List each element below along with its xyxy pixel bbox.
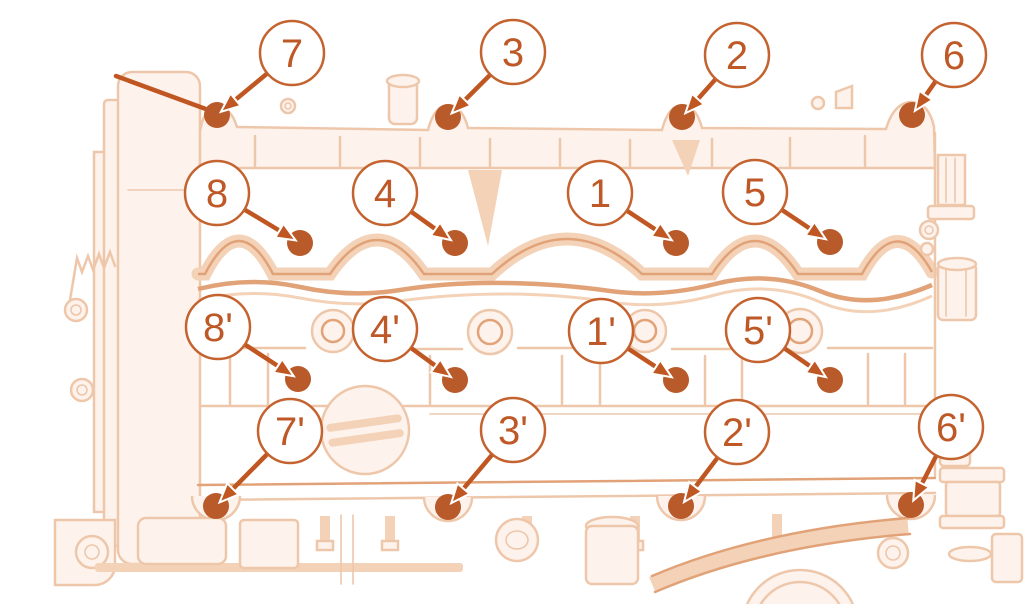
callout-balloon — [479, 18, 547, 86]
callout-arrow — [695, 77, 718, 103]
arrowhead-icon — [449, 92, 473, 116]
callout-label: 5' — [743, 309, 773, 353]
callout-label: 5 — [744, 171, 766, 215]
serrated-bracket — [68, 248, 117, 302]
callout-1-prime: 1' — [567, 297, 689, 393]
callout-label: 1' — [586, 310, 616, 354]
callout-arrow — [243, 207, 283, 234]
callout-arrow — [625, 208, 660, 233]
callout-balloon — [703, 21, 771, 89]
arrowhead-icon — [429, 220, 454, 242]
callout-label: 6' — [936, 406, 966, 450]
callout-5-prime: 5' — [724, 296, 843, 393]
callout-arrow — [243, 342, 281, 369]
callout-arrow — [692, 456, 720, 490]
callout-arrow — [626, 346, 659, 370]
callout-balloon — [184, 293, 252, 361]
callout-2-prime: 2' — [668, 398, 771, 519]
arrowhead-icon — [649, 358, 674, 379]
callout-balloon — [258, 19, 326, 87]
arrowhead-icon — [683, 91, 706, 116]
callout-balloon — [351, 159, 419, 227]
callout-arrow — [229, 452, 270, 492]
breather-tube — [385, 73, 421, 126]
bolt-dot — [898, 492, 924, 518]
arrowhead-icon — [449, 481, 472, 506]
callout-label: 2 — [726, 34, 748, 78]
arrowhead-icon — [273, 221, 298, 242]
callout-4-prime: 4' — [351, 295, 468, 393]
callout-4: 4 — [351, 159, 468, 256]
callout-8-prime: 8' — [184, 293, 311, 392]
callout-label: 1 — [589, 172, 611, 216]
callout-arrow — [409, 209, 439, 232]
callout-balloon — [567, 297, 635, 365]
gasket-waves — [197, 276, 933, 314]
callout-label: 7' — [275, 410, 305, 454]
callout-balloon — [256, 397, 324, 465]
cover-hole — [279, 97, 297, 115]
engine-left-end — [53, 70, 463, 587]
arrowhead-icon — [218, 91, 243, 114]
leader-line — [113, 73, 217, 115]
callout-balloon — [479, 396, 547, 464]
callout-label: 2' — [722, 411, 752, 455]
callout-arrow — [460, 452, 494, 492]
callout-3: 3 — [435, 18, 547, 130]
callout-label: 8' — [203, 306, 233, 350]
callout-label: 4' — [370, 308, 400, 352]
callout-label: 8 — [206, 172, 228, 216]
callout-label: 6 — [943, 34, 965, 78]
callout-label: 3' — [498, 409, 528, 453]
callout-balloon — [917, 393, 985, 461]
callout-5: 5 — [721, 158, 843, 255]
callout-arrow — [232, 71, 269, 103]
callout-arrow — [780, 208, 814, 232]
callout-arrow — [409, 346, 439, 369]
callout-label: 3 — [502, 31, 524, 75]
callout-arrow — [782, 346, 814, 370]
engine-cam-arches — [191, 232, 939, 281]
callout-balloon — [724, 296, 792, 364]
callout-balloon — [920, 21, 988, 89]
oil-filler-cap — [319, 384, 411, 476]
engine-bottom-parts — [136, 514, 912, 604]
arrowhead-icon — [804, 357, 829, 379]
callout-label: 4 — [374, 172, 396, 216]
arrowhead-icon — [271, 357, 296, 378]
callout-8: 8 — [183, 159, 313, 256]
callout-balloon — [721, 158, 789, 226]
callout-6-prime: 6' — [898, 393, 985, 518]
callout-6: 6 — [899, 21, 988, 128]
arrowhead-icon — [649, 221, 674, 242]
callout-2: 2 — [669, 21, 771, 130]
arrowhead-icon — [912, 478, 931, 503]
callout-7-prime: 7' — [203, 397, 324, 519]
callout-balloon — [351, 295, 419, 363]
arrowhead-icon — [913, 89, 935, 114]
callout-balloon — [183, 159, 251, 227]
callout-arrow — [462, 73, 492, 103]
arrowhead-icon — [217, 481, 241, 505]
arrowhead-icon — [682, 480, 704, 505]
callout-arrow — [919, 454, 939, 487]
callout-balloon — [566, 159, 634, 227]
callout-balloon — [703, 398, 771, 466]
arrowhead-icon — [429, 357, 454, 379]
callout-3-prime: 3' — [435, 396, 547, 520]
arrowhead-icon — [803, 220, 828, 241]
callout-1: 1 — [566, 159, 689, 256]
callout-label: 7 — [281, 32, 303, 76]
callout-arrow — [922, 79, 938, 99]
callout-7: 7 — [204, 19, 326, 128]
